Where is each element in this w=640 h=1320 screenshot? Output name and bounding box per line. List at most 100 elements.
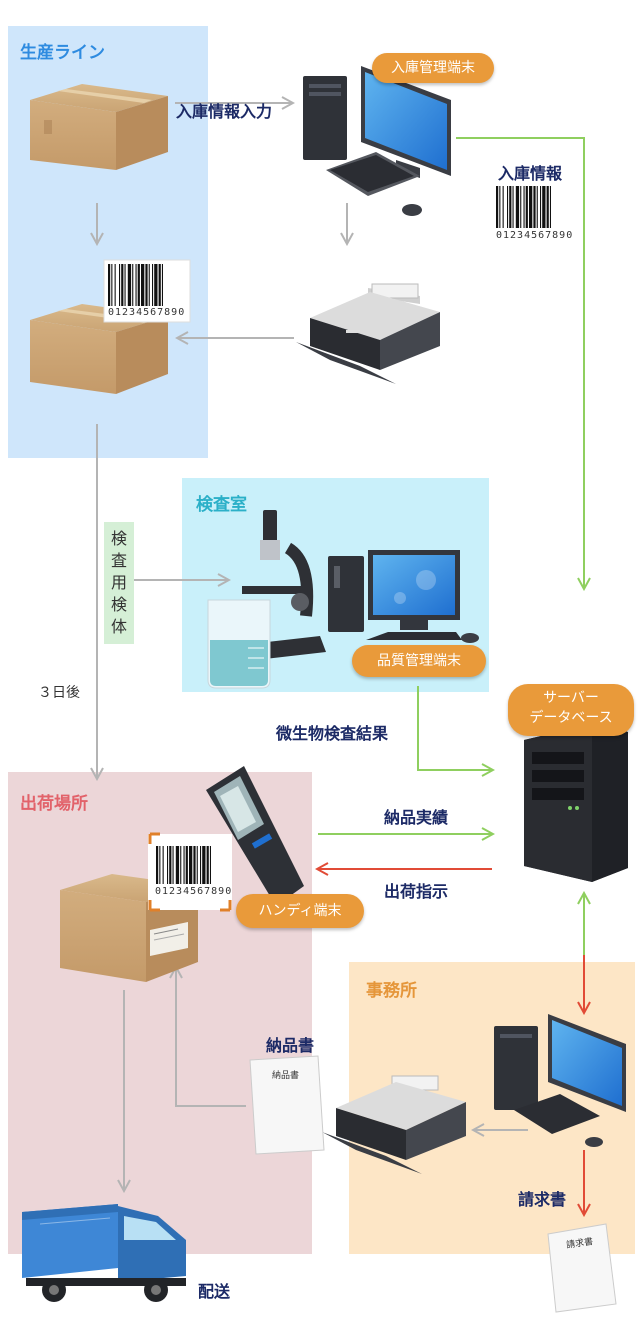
barcode-bar [158,264,161,306]
label-receiving-info: 入庫情報 [498,164,563,183]
sample-char: 体 [110,617,127,636]
barcode-bar [121,264,124,306]
barcode-bar [509,186,512,228]
barcode-bar [520,186,522,228]
barcode-bar [202,846,206,884]
sample-char: 検 [110,529,127,548]
barcode-bars-3 [156,846,211,884]
barcode-bar [162,846,164,884]
barcode-bar [206,846,209,884]
label-microbe-result: 微生物検査結果 [276,724,389,743]
barcode-bar [185,846,188,884]
delivery-slip-paper-text: 納品書 [272,1071,300,1081]
barcode-bar [145,264,148,306]
barcode-digits-handy: 01234567890 [155,886,233,897]
desktop-pc-icon [303,66,451,216]
barcode-bar [525,186,528,228]
pill-handy-terminal: ハンディ端末 [236,894,364,928]
barcode-bar [159,846,161,884]
barcode-bar [135,264,137,306]
label-invoice: 請求書 [518,1190,567,1209]
barcode-bar [536,186,538,228]
barcode-digits-box: 01234567890 [108,307,186,318]
sample-char: 査 [110,551,127,570]
barcode-bar [114,264,116,306]
barcode-bar [127,264,132,306]
barcode-bar [529,186,533,228]
barcode-bar [152,264,154,306]
printer-icon [296,283,440,384]
sample-char: 検 [110,595,127,614]
barcode-bar [169,846,172,884]
printer-icon [322,1075,466,1174]
pill-quality-terminal: 品質管理端末 [352,645,486,677]
label-three-days-later: ３日後 [38,685,80,701]
barcode-bar [167,846,169,884]
barcode-bar [137,264,140,306]
pill-server-line1: サーバー [543,690,599,706]
barcode-bar [141,264,145,306]
arrow-quality-to-server [417,686,492,770]
inspection-sample-label: 検 査 用 検 体 [104,522,134,644]
barcode-bar [507,186,509,228]
pill-receiving-terminal: 入庫管理端末 [372,53,494,83]
sample-char: 用 [110,573,127,592]
barcode-bar [533,186,536,228]
barcode-bar [542,186,546,228]
barcode-bar [148,264,150,306]
desktop-pc-icon [328,550,479,643]
zone-title-shipping-area: 出荷場所 [20,794,88,814]
delivery-slip-paper-icon [249,1055,325,1155]
barcode-icon [496,186,551,228]
barcode-bar [496,186,499,228]
barcode-bar [189,846,193,884]
barcode-bar [549,186,551,228]
barcode-bar [540,186,542,228]
cardboard-box-icon [30,84,168,170]
barcode-bar [502,186,504,228]
pill-server: サーバー データベース [508,684,634,736]
barcode-bar [193,846,196,884]
barcode-bar [523,186,525,228]
delivery-truck-icon [22,1204,186,1302]
barcode-bar [124,264,126,306]
barcode-bar [546,186,549,228]
barcode-bars-2 [496,186,551,228]
zone-title-office: 事務所 [366,981,417,1001]
barcode-bar [175,846,180,884]
barcode-bar [512,186,514,228]
barcode-icon [148,832,232,912]
barcode-bar [183,846,185,884]
barcode-bar [209,846,211,884]
label-receiving-input: 入庫情報入力 [176,102,273,121]
barcode-bar [200,846,202,884]
barcode-bar [499,186,501,228]
barcode-bar [132,264,134,306]
barcode-bar [111,264,113,306]
barcode-bar [172,846,174,884]
barcode-icon [103,259,191,323]
label-delivery-slip: 納品書 [266,1036,315,1055]
barcode-bar [161,264,163,306]
arrow-receiving-to-server [456,137,584,588]
label-delivery: 配送 [198,1282,231,1301]
barcode-bar [108,264,111,306]
barcode-bar [180,846,182,884]
zone-title-production-line: 生産ライン [20,43,105,63]
pill-server-line2: データベース [529,710,613,726]
label-shipping-instruction: 出荷指示 [384,882,449,901]
invoice-paper-icon [547,1223,617,1313]
barcode-bar [154,264,158,306]
label-delivery-record: 納品実績 [384,808,449,827]
beaker-icon [207,599,271,689]
barcode-digits-receiving: 01234567890 [496,230,574,241]
barcode-bar [156,846,159,884]
arrow-slip-to-box [176,968,246,1107]
barcode-bar [515,186,520,228]
zone-title-inspection-room: 検査室 [196,495,247,515]
cardboard-box-icon [30,304,168,394]
server-tower-icon [524,724,628,882]
barcode-bars-1 [108,264,163,306]
handy-terminal-icon [206,766,304,906]
